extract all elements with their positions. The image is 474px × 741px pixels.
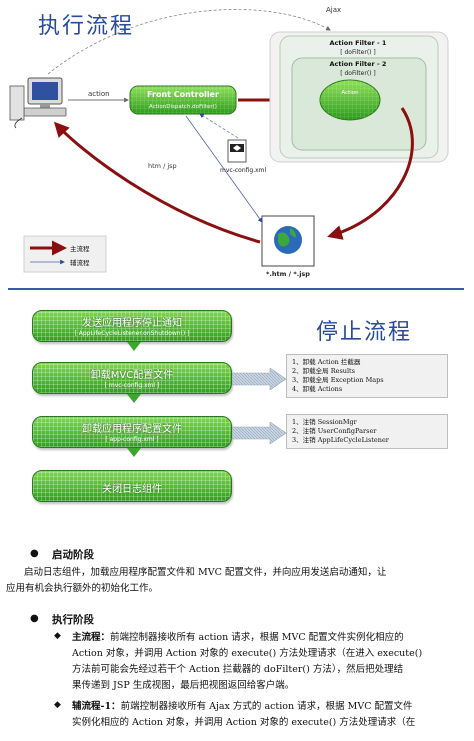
main-flow-line-4: 果传递到 JSP 生成视图，最后把视图返回给客户端。	[72, 680, 295, 691]
stop-step-2-title: 卸载MVC配置文件	[90, 370, 174, 381]
svg-text:主流程: 主流程	[70, 244, 90, 253]
svg-text:辅流程: 辅流程	[70, 258, 90, 267]
detail-line: 2、卸载全局 Results	[292, 367, 355, 375]
unload-mvc-detail-box: 1、卸载 Action 拦截器 2、卸载全局 Results 3、卸载全局 Ex…	[286, 354, 448, 398]
view-page-icon	[261, 215, 315, 267]
stop-flow-diagram: 停止流程 发送应用程序停止通知 [ AppLifeCycleListener.o…	[0, 296, 474, 516]
stop-step-3-title: 卸载应用程序配置文件	[82, 424, 182, 435]
startup-heading: 启动阶段	[52, 549, 94, 561]
stop-flow-title: 停止流程	[316, 320, 413, 345]
detail-line: 4、卸载 Actions	[292, 385, 343, 393]
detail-line: 3、卸载全局 Exception Maps	[292, 376, 384, 384]
svg-text:[ doFilter() ]: [ doFilter() ]	[340, 70, 376, 77]
stop-step-2-sub: [ mvc-config.xml ]	[104, 382, 160, 389]
detail-line: 2、注销 UserConfigParser	[292, 427, 377, 435]
stop-step-4: 关闭日志组件	[32, 470, 232, 502]
mvc-config-label: mvc-config.xml	[220, 167, 267, 174]
mvc-config-doc-icon	[227, 139, 247, 163]
action-label: action	[88, 90, 110, 98]
computer-icon	[9, 77, 67, 129]
diamond-bullet-main: ◆	[54, 631, 61, 641]
svg-text:ActionDispatch.doFilter(): ActionDispatch.doFilter()	[149, 104, 217, 110]
detail-line: 1、卸载 Action 拦截器	[292, 358, 361, 366]
stop-step-1: 发送应用程序停止通知 [ AppLifeCycleListener.onShut…	[32, 310, 232, 342]
startup-line-2: 应用有机会执行额外的初始化工作。	[6, 583, 159, 594]
aux-flow-line-2: 实例化相应的 Action 对象，并调用 Action 对象的 execute(…	[72, 717, 416, 728]
aux-flow-text: 前端控制器接收所有 Ajax 方式的 action 请求，根据 MVC 配置文件	[120, 701, 413, 712]
svg-text:Front Controller: Front Controller	[147, 90, 219, 99]
aux-flow-line-1: 辅流程-1：前端控制器接收所有 Ajax 方式的 action 请求，根据 MV…	[72, 699, 413, 714]
stop-step-4-title: 关闭日志组件	[102, 484, 162, 495]
main-flow-line-2: Action 对象，并调用 Action 对象的 execute() 方法处理请…	[72, 648, 423, 659]
hatched-arrow-1	[232, 368, 286, 390]
svg-text:Action Filter - 2: Action Filter - 2	[330, 60, 387, 68]
stop-step-3: 卸载应用程序配置文件 [ app-config.xml ]	[32, 416, 232, 448]
aux-flow-label: 辅流程-1：	[72, 701, 121, 712]
down-arrow-3	[127, 448, 141, 457]
stop-step-1-sub: [ AppLifeCycleListener.onShutdown() ]	[74, 330, 190, 337]
diamond-bullet-aux: ◆	[54, 700, 61, 710]
down-arrow-2	[127, 394, 141, 403]
stop-step-3-sub: [ app-config.xml ]	[105, 436, 159, 443]
startup-line-1: 启动日志组件，加载应用程序配置文件和 MVC 配置文件，并向应用发送启动通知，让	[24, 567, 387, 578]
hatched-arrow-2	[232, 422, 286, 444]
bullet-dot-startup: ●	[30, 548, 39, 559]
stop-step-2: 卸载MVC配置文件 [ mvc-config.xml ]	[32, 362, 232, 394]
front-controller-box: Front Controller ActionDispatch.doFilter…	[129, 85, 237, 115]
stop-step-1-title: 发送应用程序停止通知	[82, 318, 182, 329]
main-flow-line-1: 主流程：前端控制器接收所有 action 请求，根据 MVC 配置文件实例化相应…	[72, 630, 404, 645]
legend: 主流程 辅流程	[23, 235, 107, 273]
exec-heading: 执行阶段	[52, 614, 94, 626]
down-arrow-1	[127, 342, 141, 351]
ajax-label: Ajax	[326, 6, 341, 14]
unload-app-detail-box: 1、注销 SessionMgr 2、注销 UserConfigParser 3、…	[286, 414, 448, 449]
main-flow-line-3: 方法前可能会先经过若干个 Action 拦截器的 doFilter() 方法），…	[72, 664, 404, 675]
detail-line: 3、注销 AppLifeCycleListener	[292, 436, 389, 444]
section-divider	[8, 288, 464, 290]
main-flow-label: 主流程：	[72, 632, 111, 643]
detail-line: 1、注销 SessionMgr	[292, 418, 357, 426]
execution-flow-title: 执行流程	[38, 14, 135, 39]
execution-flow-diagram: Ajax action Front Controller ActionDispa…	[9, 6, 449, 278]
svg-text:Action: Action	[341, 90, 359, 96]
svg-text:Action Filter - 1: Action Filter - 1	[330, 39, 387, 47]
view-label: *.htm / *.jsp	[266, 270, 310, 278]
htm-jsp-label: htm / jsp	[148, 162, 177, 170]
bullet-dot-exec: ●	[30, 613, 39, 624]
main-flow-text: 前端控制器接收所有 action 请求，根据 MVC 配置文件实例化相应的	[110, 632, 404, 643]
action-ellipse: Action	[319, 79, 381, 121]
svg-text:[ doFilter() ]: [ doFilter() ]	[340, 49, 376, 56]
